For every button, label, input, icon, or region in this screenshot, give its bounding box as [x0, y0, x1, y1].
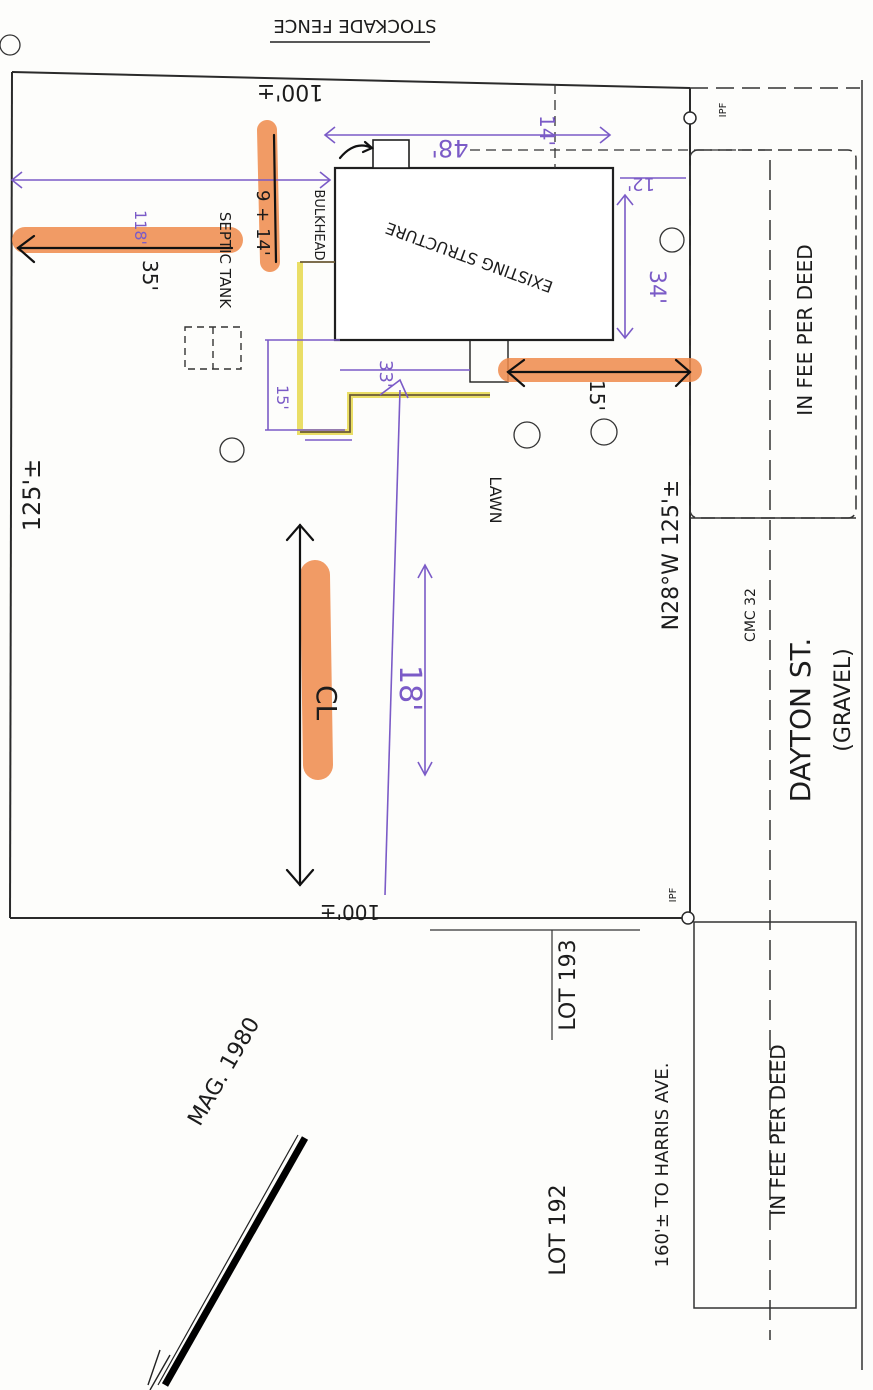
ipf-north-label: IPF — [718, 102, 729, 117]
west-side-dimension: 125'± — [18, 459, 46, 532]
lawn-label: LAWN — [486, 476, 505, 523]
mag-label: MAG. 1980 — [183, 1013, 265, 1130]
dim-top-offset: 14' — [535, 115, 559, 146]
front-stoop — [372, 139, 410, 169]
street-lines — [689, 80, 863, 1370]
dim-width: 48' — [431, 134, 468, 162]
black-arrows — [16, 133, 692, 887]
cmc-label: CMC 32 — [743, 588, 759, 642]
in-fee-south-label: IN FEE PER DEED — [766, 1044, 790, 1215]
street-name: DAYTON ST. — [784, 638, 817, 803]
dim-depth: 34' — [644, 270, 669, 304]
centerline-label: CL — [310, 685, 343, 721]
north-side-dimension: 100'± — [257, 79, 323, 104]
dim-offset-15: 15' — [273, 385, 292, 410]
highlighter-marks — [12, 120, 702, 780]
dim-mark-15b: 15' — [585, 380, 609, 411]
existing-structure — [333, 166, 615, 342]
dim-offset-9-14: 9 + 14' — [252, 190, 273, 256]
street-surface: (GRAVEL) — [831, 648, 856, 751]
lot-divider-lines — [430, 929, 640, 1040]
bulkhead-label: BULKHEAD — [311, 189, 326, 260]
tree-symbols — [0, 34, 685, 463]
dim-mark-35: 35' — [138, 260, 162, 291]
magnetic-north-arrow — [147, 1134, 309, 1390]
bulkhead-outline-inner — [300, 261, 490, 433]
septic-tank — [184, 326, 242, 370]
dim-side-setback: 18' — [392, 665, 427, 711]
dim-offset-33: 33' — [375, 360, 396, 388]
south-side-dimension: 100'± — [320, 900, 380, 924]
dim-yard-len: 118' — [131, 210, 150, 245]
lot-192-label: LOT 192 — [546, 1184, 571, 1275]
purple-dimensions — [10, 126, 686, 896]
iron-pipe-north — [683, 111, 697, 125]
ipf-south-label: IPF — [668, 887, 679, 902]
stockade-fence-label: STOCKADE FENCE — [273, 15, 436, 36]
septic-tank-label: SEPTIC TANK — [216, 212, 234, 309]
lot-193-label: LOT 193 — [556, 939, 581, 1030]
dashed-setback-line — [470, 84, 765, 168]
east-side-dimension: N28°W 125'± — [659, 480, 684, 631]
harris-ave-label: 160'± TO HARRIS AVE. — [652, 1063, 673, 1268]
iron-pipe-south — [681, 911, 695, 925]
in-fee-north-label: IN FEE PER DEED — [793, 244, 817, 415]
dim-front-setback: 12' — [627, 173, 655, 194]
